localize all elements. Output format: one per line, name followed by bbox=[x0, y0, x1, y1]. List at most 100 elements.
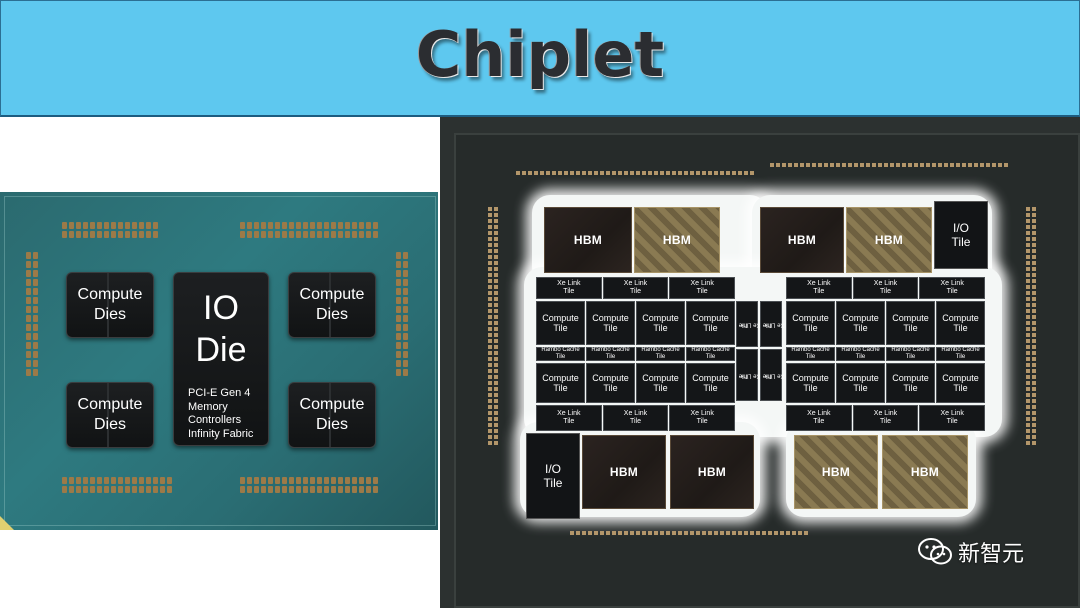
contact-pad bbox=[612, 531, 616, 535]
compute-tile-label-line: Compute bbox=[592, 313, 629, 323]
contact-pad bbox=[488, 315, 492, 319]
contact-pad bbox=[1026, 219, 1030, 223]
pin1-marker bbox=[0, 516, 14, 530]
contact-pad bbox=[696, 531, 700, 535]
io-feature: PCI-E Gen 4 bbox=[188, 387, 251, 399]
contact-pad bbox=[770, 163, 774, 167]
compute-tile-label-line: Tile bbox=[553, 383, 568, 393]
contact-pad bbox=[488, 381, 492, 385]
contact-pad bbox=[986, 163, 990, 167]
contact-pad bbox=[1032, 309, 1036, 313]
contact-pad bbox=[494, 303, 498, 307]
compute-tile-label-line: Compute bbox=[942, 313, 979, 323]
compute-tile-label-line: Compute bbox=[542, 373, 579, 383]
compute-tile-label-line: Tile bbox=[653, 323, 668, 333]
contact-pad bbox=[1032, 333, 1036, 337]
contact-pad bbox=[62, 486, 67, 493]
contact-pad bbox=[1026, 345, 1030, 349]
contact-pad bbox=[488, 267, 492, 271]
contact-pad bbox=[488, 297, 492, 301]
contact-pad bbox=[494, 255, 498, 259]
compute-tile-label-line: Tile bbox=[953, 323, 968, 333]
contact-pad bbox=[331, 231, 336, 238]
contact-pad bbox=[90, 231, 95, 238]
contact-pad bbox=[1026, 375, 1030, 379]
contact-pad bbox=[494, 351, 498, 355]
contact-pad bbox=[1032, 345, 1036, 349]
contact-pad bbox=[296, 231, 301, 238]
hbm-tile: HBM bbox=[882, 435, 968, 509]
contact-pad bbox=[303, 477, 308, 484]
contact-pad bbox=[403, 351, 408, 358]
contact-pad bbox=[1026, 261, 1030, 265]
xe-link-tile-label-line: Xe Link bbox=[690, 410, 714, 417]
contact-pad bbox=[488, 303, 492, 307]
contact-pad bbox=[160, 486, 165, 493]
contact-pad bbox=[1032, 321, 1036, 325]
contact-pad bbox=[488, 333, 492, 337]
compute-tile-label-line: Tile bbox=[953, 383, 968, 393]
contact-pad bbox=[396, 252, 401, 259]
contact-pad bbox=[33, 270, 38, 277]
contact-pad bbox=[1026, 297, 1030, 301]
contact-pad bbox=[282, 486, 287, 493]
contact-pad bbox=[1026, 249, 1030, 253]
contact-pad bbox=[254, 231, 259, 238]
contact-pad bbox=[118, 486, 123, 493]
xe-link-tile-label-line: Xe Link bbox=[557, 410, 581, 417]
contact-pad bbox=[1032, 423, 1036, 427]
contact-pad bbox=[1032, 243, 1036, 247]
contact-pad bbox=[359, 477, 364, 484]
contact-pad bbox=[914, 163, 918, 167]
contact-pad bbox=[396, 360, 401, 367]
contact-pad bbox=[403, 288, 408, 295]
xe-link-tile-label-line: Tile bbox=[946, 288, 958, 295]
xe-link-tile-label-line: Tile bbox=[563, 288, 575, 295]
contact-pad bbox=[702, 171, 706, 175]
contact-pad bbox=[310, 486, 315, 493]
contact-pad bbox=[860, 163, 864, 167]
contact-pad bbox=[1032, 393, 1036, 397]
contact-pad bbox=[956, 163, 960, 167]
contact-pad bbox=[932, 163, 936, 167]
xe-link-tile-label-line: Tile bbox=[813, 418, 825, 425]
contact-pad bbox=[786, 531, 790, 535]
contact-pad bbox=[268, 222, 273, 229]
contact-pad bbox=[600, 531, 604, 535]
hbm-label: HBM bbox=[697, 465, 727, 479]
contact-pad bbox=[1026, 243, 1030, 247]
contact-pad bbox=[570, 531, 574, 535]
xe-link-tile-label-line: Xe Link bbox=[940, 410, 964, 417]
contact-pad bbox=[494, 339, 498, 343]
contact-pad bbox=[636, 171, 640, 175]
contact-pad bbox=[792, 531, 796, 535]
contact-pad bbox=[167, 477, 172, 484]
contact-pad bbox=[494, 441, 498, 445]
contact-pad bbox=[488, 411, 492, 415]
compute-die-label: Compute bbox=[77, 396, 143, 413]
contact-pad bbox=[824, 163, 828, 167]
watermark-text: 新智元 bbox=[958, 542, 1025, 567]
compute-die-label: Dies bbox=[93, 306, 126, 323]
io-tile-label: I/O bbox=[544, 462, 561, 476]
contact-pad bbox=[132, 477, 137, 484]
contact-pad bbox=[324, 477, 329, 484]
contact-pad bbox=[1026, 291, 1030, 295]
contact-pad bbox=[62, 222, 67, 229]
contact-pad bbox=[153, 486, 158, 493]
contact-pad bbox=[310, 231, 315, 238]
io-feature: Infinity Fabric bbox=[188, 427, 254, 440]
